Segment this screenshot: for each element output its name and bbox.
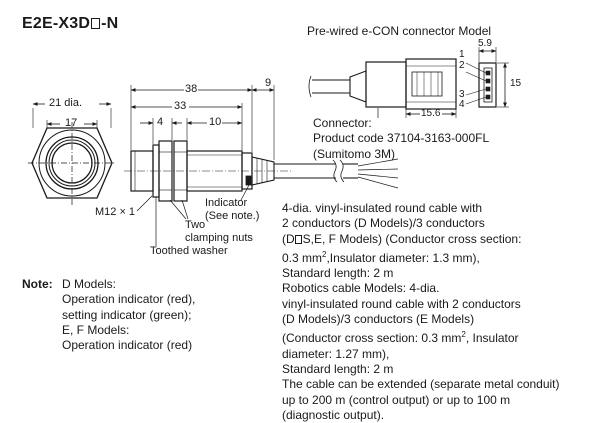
clamping-nuts-label: clamping nuts — [185, 232, 253, 244]
cable-line-4-post: ,Insulator diameter: 1.3 mm), — [326, 250, 480, 265]
superscript-2: 2 — [322, 249, 327, 259]
cable-line-3-post: S,E, F Models) (Conductor cross section: — [302, 231, 522, 246]
connector-line-3: (Sumitomo 3M) — [313, 146, 396, 161]
dim-33: 33 — [174, 100, 187, 112]
pin-4-label: 4 — [459, 99, 465, 110]
cable-line-3-pre: (D — [282, 231, 295, 246]
cable-line-6: Robotics cable Models: 4-dia. — [282, 281, 440, 296]
connector-info: Connector: Product code 37104-3163-000FL… — [313, 116, 489, 162]
indicator-label: Indicator — [205, 197, 248, 209]
model-title-prefix: E2E-X3D — [22, 15, 91, 32]
dim-17: 17 — [65, 117, 78, 129]
side-view-body — [124, 140, 399, 202]
thread-label: M12 × 1 — [95, 206, 136, 218]
pin-1-label: 1 — [459, 49, 465, 60]
cable-line-3: (D S,E, F Models) (Conductor cross sectio… — [282, 232, 560, 247]
dim-15-6: 15.6 — [421, 108, 441, 119]
see-note-label: (See note.) — [205, 210, 260, 222]
cable-line-11: Standard length: 2 m — [282, 361, 394, 376]
cable-line-14: (diagnostic output). — [282, 407, 385, 422]
cable-line-5: Standard length: 2 m — [282, 266, 394, 281]
dim-38: 38 — [185, 83, 198, 95]
note-line: D Models: — [62, 277, 117, 291]
note-line: setting indicator (green); — [62, 307, 192, 322]
cable-line-7: vinyl-insulated round cable with 2 condu… — [282, 296, 521, 311]
toothed-washer-label: Toothed washer — [150, 245, 228, 257]
cable-line-9-pre: (Conductor cross section: 0.3 mm — [282, 331, 462, 346]
cable-line-13: up to 200 m (control output) or up to 10… — [282, 392, 511, 407]
cable-line-9-post: , Insulator — [465, 331, 519, 346]
dim-15: 15 — [510, 78, 522, 89]
econ-connector — [308, 58, 497, 110]
cable-line-2: 2 conductors (D Models)/3 conductors — [282, 216, 485, 231]
front-view-nut — [28, 122, 116, 206]
connector-line-2: Product code 37104-3163-000FL — [313, 131, 490, 146]
dim-5-9: 5.9 — [478, 38, 492, 49]
superscript-2: 2 — [461, 330, 466, 340]
cable-line-9: (Conductor cross section: 0.3 mm2, Insul… — [282, 327, 560, 346]
dim-9: 9 — [265, 77, 272, 89]
note-label: Note: — [22, 277, 53, 291]
two-label: Two — [185, 219, 206, 231]
connector-line-1: Connector: — [313, 116, 372, 130]
cable-line-8: (D Models)/3 conductors (E Models) — [282, 312, 475, 327]
placeholder-box-icon — [295, 234, 303, 244]
cable-description: 4-dia. vinyl-insulated round cable with … — [282, 201, 560, 423]
note-body: D Models: Operation indicator (red), set… — [62, 277, 195, 353]
pin-3-label: 3 — [459, 89, 465, 100]
econ-title: Pre-wired e-CON connector Model — [307, 24, 492, 38]
note-line: Operation indicator (red) — [62, 338, 193, 353]
cable-line-4: 0.3 mm2,Insulator diameter: 1.3 mm), — [282, 247, 560, 266]
note-line: Operation indicator (red), — [62, 292, 196, 307]
model-title-suffix: -N — [101, 15, 119, 32]
dim-21-dia: 21 dia. — [49, 97, 83, 109]
model-title: E2E-X3D -N — [22, 15, 118, 33]
dim-10: 10 — [209, 116, 222, 128]
cable-line-12: The cable can be extended (separate meta… — [282, 377, 560, 392]
pin-2-label: 2 — [459, 60, 465, 71]
cable-line-10: diameter: 1.27 mm), — [282, 346, 390, 361]
cable-line-1: 4-dia. vinyl-insulated round cable with — [282, 201, 483, 215]
dim-4: 4 — [157, 116, 164, 128]
note-line: E, F Models: — [62, 322, 130, 337]
cable-line-4-pre: 0.3 mm — [282, 250, 323, 265]
placeholder-box-icon — [91, 18, 101, 29]
